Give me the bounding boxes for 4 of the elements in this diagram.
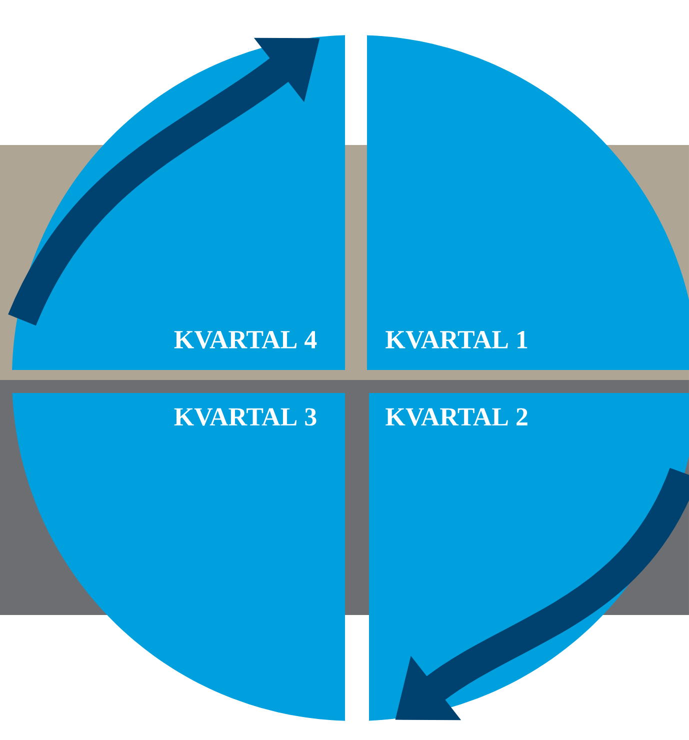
quadrant: KVARTAL 3 [12, 393, 345, 721]
quadrant: KVARTAL 4 [12, 35, 345, 370]
quadrant: KVARTAL 2 [369, 393, 689, 721]
quadrant: KVARTAL 1 [367, 35, 689, 370]
